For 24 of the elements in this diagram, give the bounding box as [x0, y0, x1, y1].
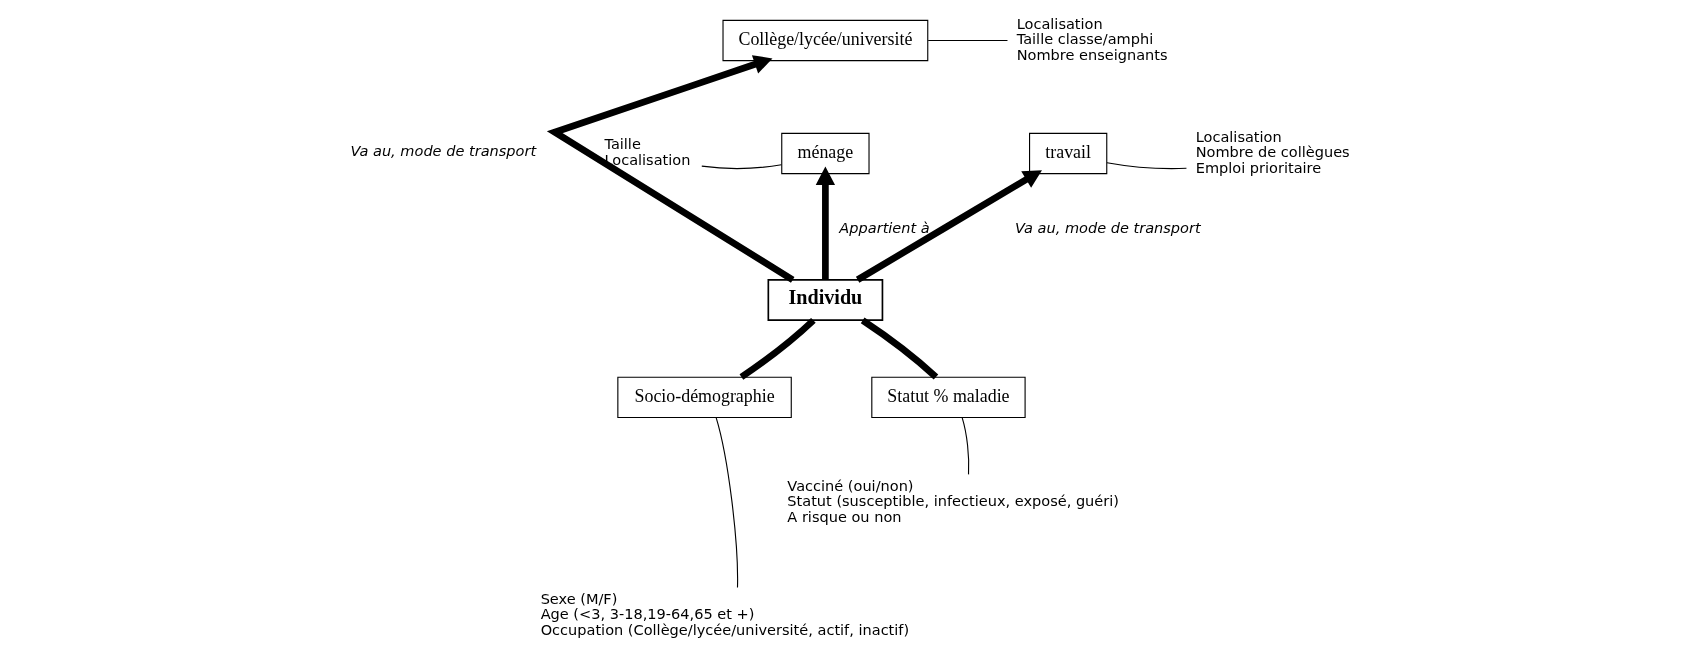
connector	[700, 164, 782, 170]
node-box: travail	[1028, 132, 1107, 175]
node-box: Individu	[767, 279, 883, 321]
edge-label: Va au, mode de transport	[349, 143, 536, 160]
node-box: Collège/lycée/université	[721, 19, 928, 62]
arrow	[815, 166, 835, 280]
node-text: Localisation Taille classe/amphi Nombre enseignants	[1016, 15, 1168, 63]
edge-label: Va au, mode de transport	[1014, 220, 1201, 237]
connector	[860, 317, 938, 380]
node-box: ménage	[780, 132, 870, 175]
node-text: Taille Localisation	[603, 136, 690, 169]
connector	[739, 317, 816, 380]
node-text: Localisation Nombre de collègues Emploi prioritaire	[1195, 128, 1350, 176]
arrow	[855, 170, 1042, 283]
arrow	[550, 55, 794, 283]
connector	[927, 39, 1008, 42]
node-text: Sexe (M/F) Age (<3, 3-18,19-64,65 et +) Occupation (Collège/lycée/université, actif, inactif)	[540, 590, 909, 638]
connector	[961, 417, 969, 475]
edge-label: Appartient à	[838, 220, 930, 237]
node-text: Vacciné (oui/non) Statut (susceptible, infectieux, exposé, guéri) A risque ou non	[786, 477, 1119, 525]
connector	[1105, 162, 1187, 170]
connector	[715, 417, 738, 588]
node-box: Socio-démographie	[616, 376, 792, 419]
node-box: Statut % maladie	[870, 376, 1026, 419]
